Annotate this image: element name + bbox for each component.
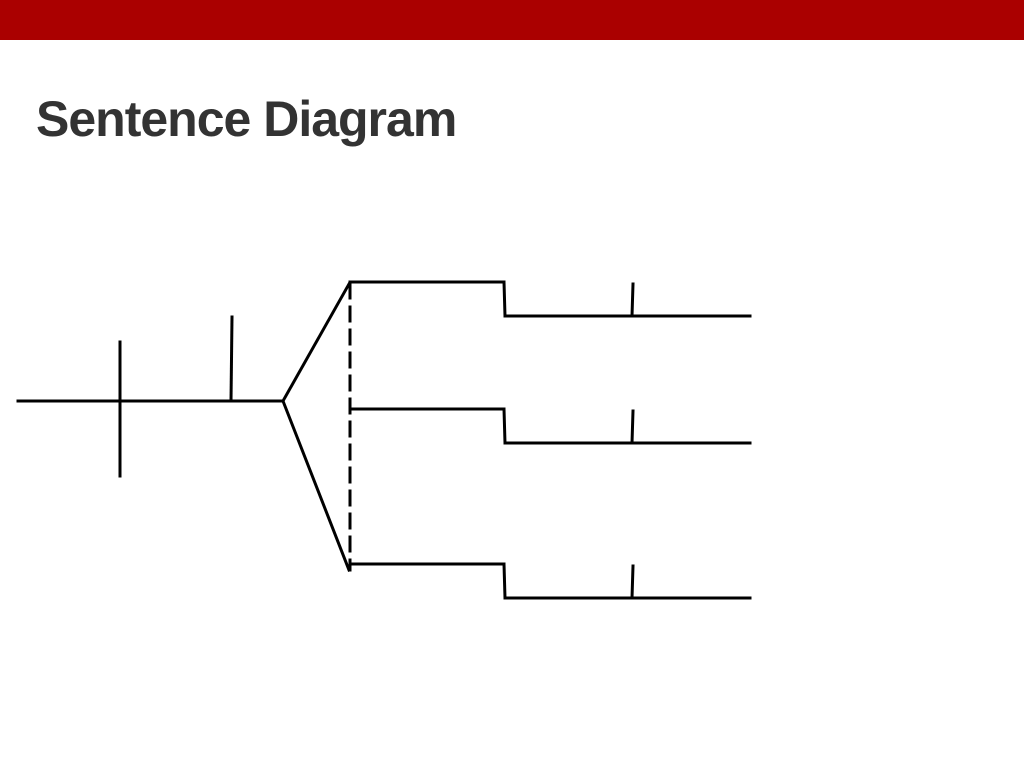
branch-2-step [502,407,507,445]
branch-1-step [502,280,507,318]
branch-2-separator [630,409,635,445]
top-accent-bar [0,0,1024,40]
complement-separator [229,315,234,403]
branch-upper [280,281,352,404]
diagram-lines [16,280,752,600]
branch-3-separator [630,564,635,600]
branch-1-separator [630,282,635,318]
branch-3-step [502,562,507,600]
slide-title: Sentence Diagram [36,91,457,147]
branch-lower [281,399,351,572]
